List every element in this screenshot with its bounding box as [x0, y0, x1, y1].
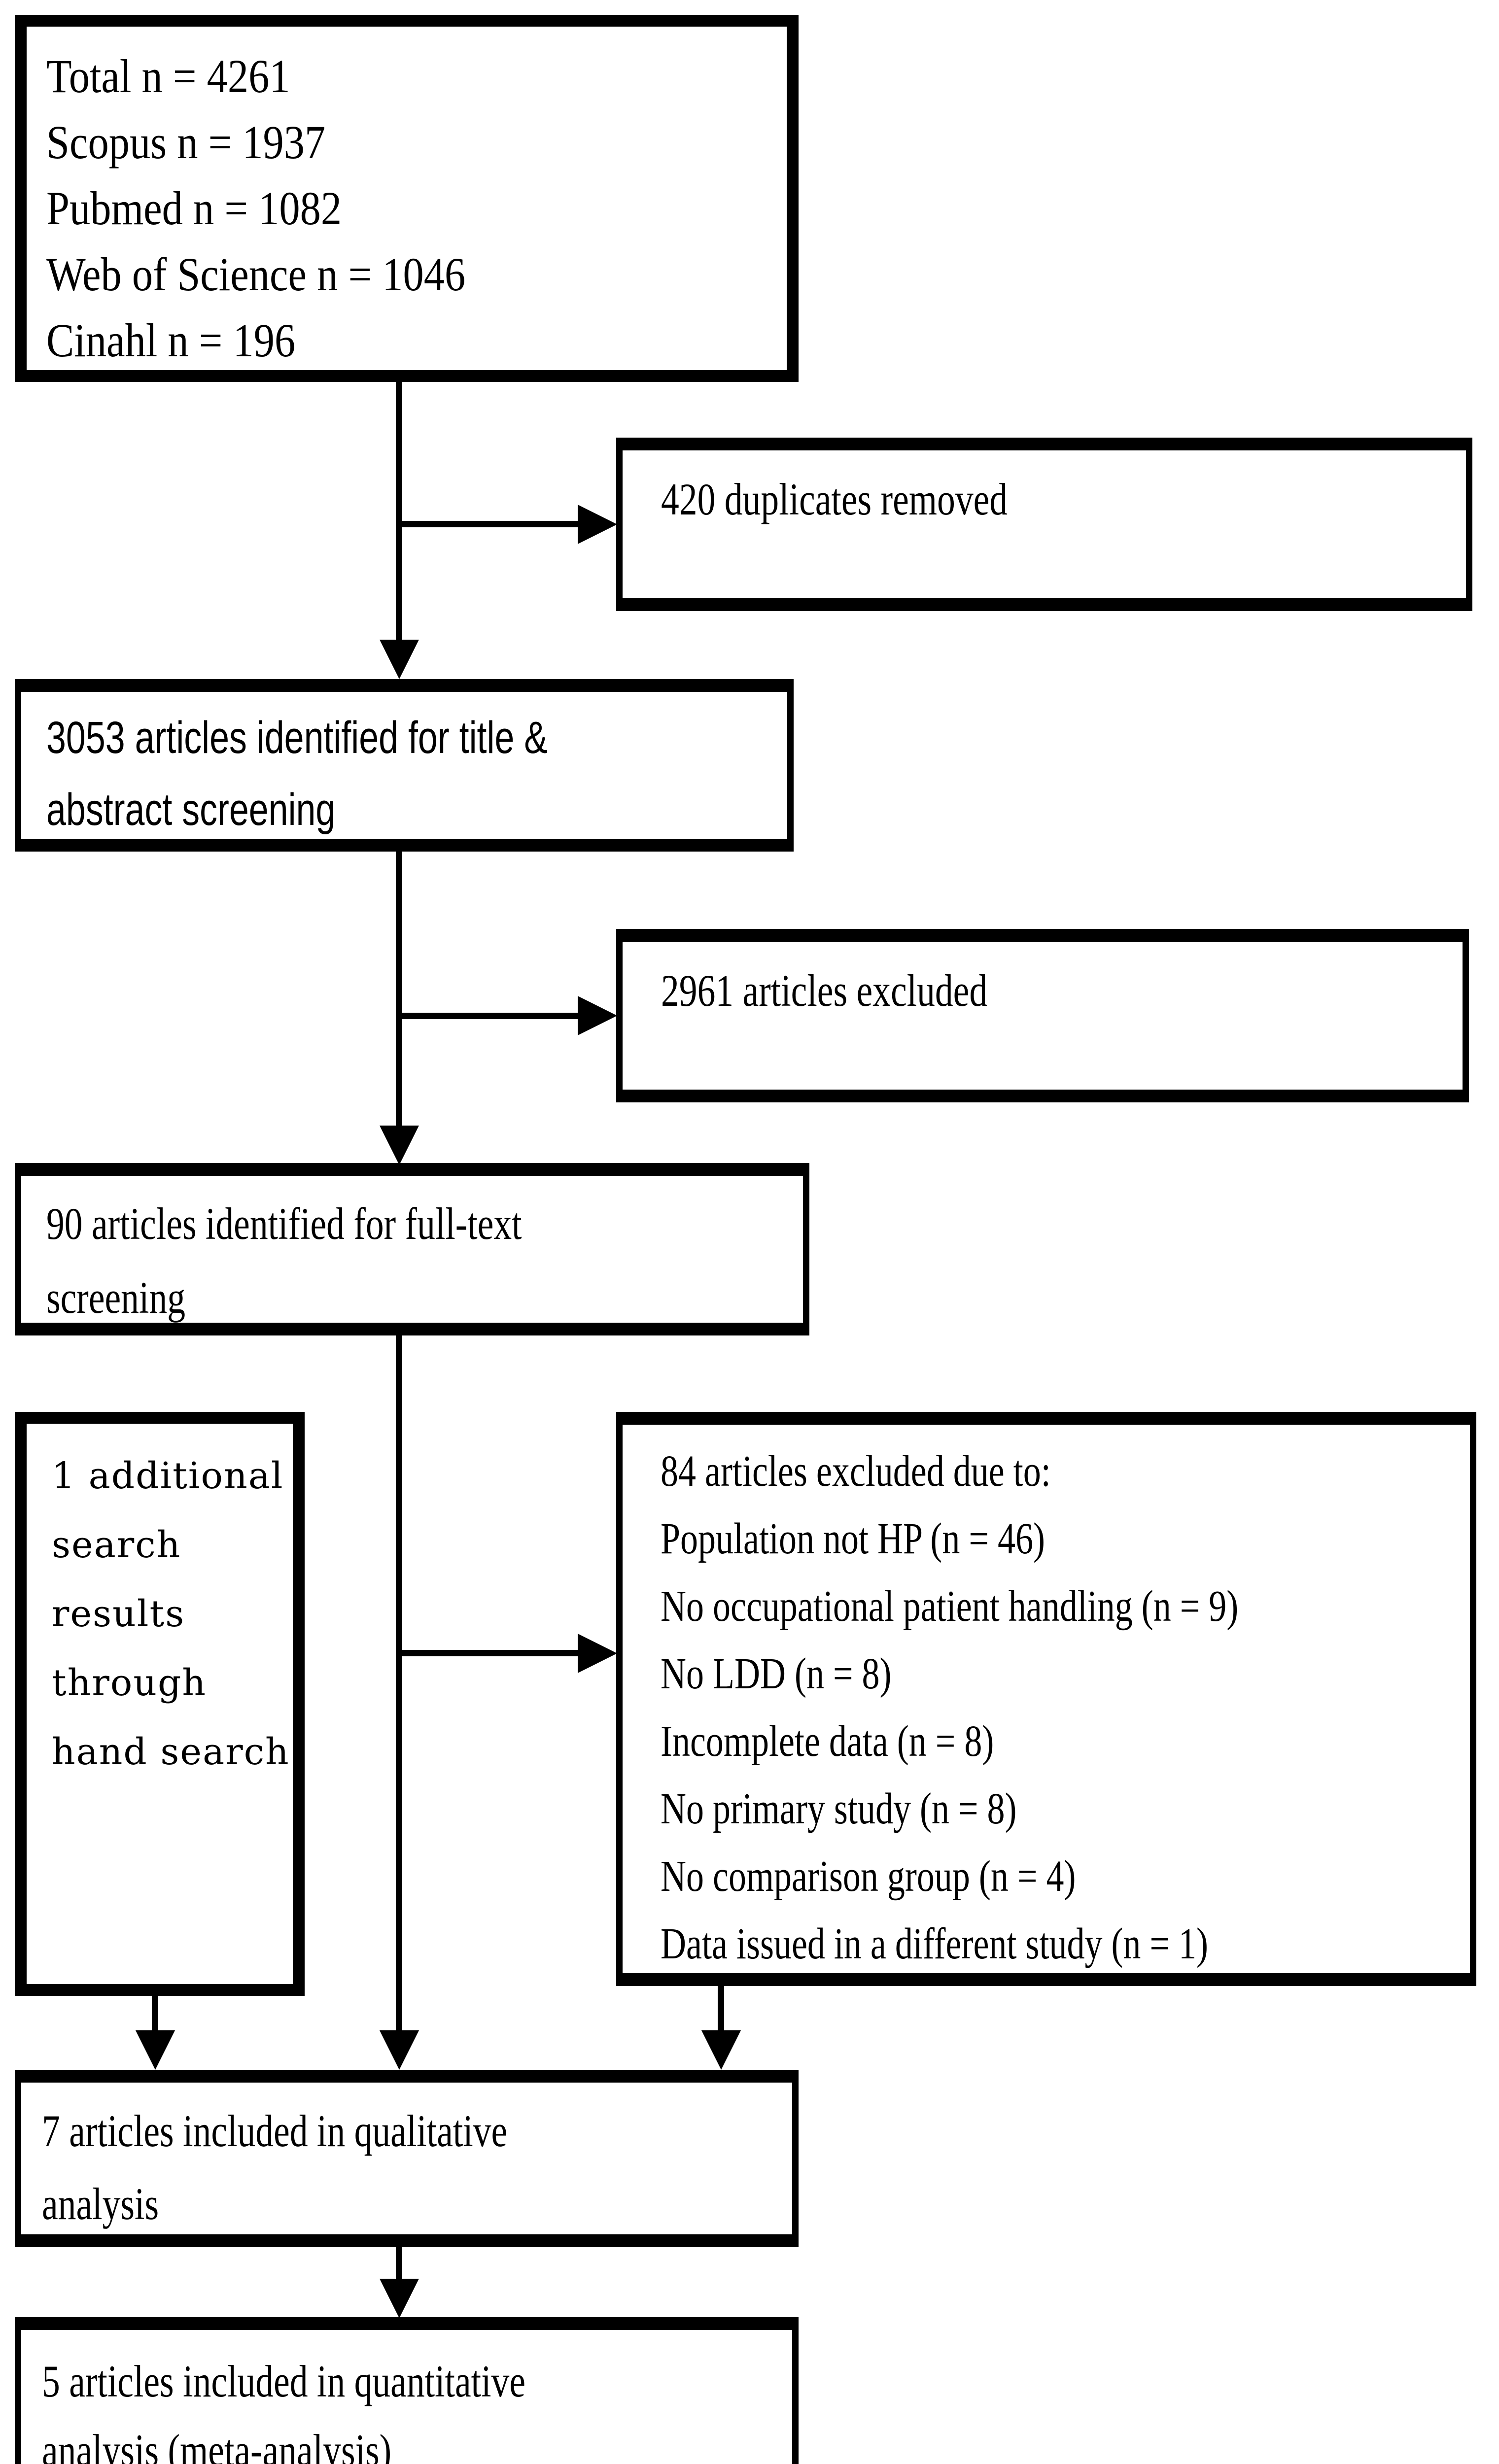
hand-search-line-5: hand search	[52, 1731, 290, 1773]
arrow-to-excluded-screening-shaft	[399, 1013, 580, 1019]
exclusion-header-line: 84 articles excluded due to:	[661, 1447, 1051, 1496]
arrow-excluded-to-qualitative-shaft	[718, 1985, 724, 2032]
arrow-sources-to-title-abstract-shaft	[396, 381, 402, 642]
arrowhead-right-excluded-fulltext	[578, 1634, 617, 1673]
hand-search-line-2: search	[52, 1524, 181, 1566]
quantitative-line-2: analysis (meta-analysis)	[42, 2425, 392, 2464]
arrow-handsearch-to-qualitative-shaft	[152, 1995, 158, 2032]
quantitative-line-1: 5 articles included in quantitative	[42, 2356, 526, 2406]
source-scopus-line: Scopus n = 1937	[46, 116, 326, 169]
title-abstract-line-2: abstract screening	[46, 785, 336, 835]
box-search-sources: Total n = 4261 Scopus n = 1937 Pubmed n …	[15, 15, 799, 382]
title-abstract-line-1: 3053 articles identified for title &	[46, 713, 548, 763]
arrowhead-down-qualitative-center	[380, 2030, 419, 2070]
box-fulltext-screening: 90 articles identified for full-text scr…	[15, 1163, 809, 1335]
arrowhead-down-quantitative	[380, 2279, 419, 2318]
qualitative-line-1: 7 articles included in qualitative	[42, 2106, 508, 2156]
qualitative-line-2: analysis	[42, 2179, 159, 2229]
source-cinahl-line: Cinahl n = 196	[46, 314, 296, 367]
fulltext-line-2: screening	[46, 1272, 186, 1323]
arrow-to-excluded-fulltext-shaft	[399, 1650, 580, 1656]
excluded-screening-text: 2961 articles excluded	[661, 965, 988, 1016]
box-hand-search: 1 additional search results through hand…	[15, 1412, 305, 1996]
exclusion-reason-line-1: Population not HP (n = 46)	[661, 1514, 1045, 1563]
arrowhead-down-title-abstract	[380, 640, 419, 679]
exclusion-reason-line-3: No LDD (n = 8)	[661, 1649, 892, 1698]
box-qualitative-analysis: 7 articles included in qualitative analy…	[15, 2070, 799, 2247]
hand-search-line-4: through	[52, 1662, 207, 1704]
arrowhead-down-fulltext	[380, 1126, 419, 1165]
box-articles-excluded-fulltext: 84 articles excluded due to: Population …	[616, 1412, 1476, 1986]
arrow-title-abstract-to-fulltext-shaft	[396, 851, 402, 1128]
hand-search-line-3: results	[52, 1593, 185, 1635]
arrowhead-right-duplicates	[578, 505, 617, 544]
box-duplicates-removed: 420 duplicates removed	[616, 438, 1472, 611]
arrow-fulltext-to-qualitative-shaft	[396, 1335, 402, 2032]
box-title-abstract-screening: 3053 articles identified for title & abs…	[15, 679, 794, 852]
exclusion-reason-line-4: Incomplete data (n = 8)	[661, 1717, 994, 1766]
source-web-of-science-line: Web of Science n = 1046	[46, 248, 466, 301]
hand-search-line-1: 1 additional	[52, 1455, 284, 1497]
arrowhead-right-excluded-screening	[578, 996, 617, 1035]
exclusion-reason-line-7: Data issued in a different study (n = 1)	[661, 1919, 1209, 1968]
fulltext-line-1: 90 articles identified for full-text	[46, 1198, 522, 1249]
exclusion-reason-line-5: No primary study (n = 8)	[661, 1784, 1017, 1833]
box-articles-excluded-screening: 2961 articles excluded	[616, 929, 1469, 1102]
source-total-line: Total n = 4261	[46, 50, 290, 103]
source-pubmed-line: Pubmed n = 1082	[46, 182, 342, 235]
arrowhead-down-qualitative-right	[701, 2030, 741, 2070]
arrow-to-duplicates-shaft	[399, 521, 580, 527]
exclusion-reason-line-2: No occupational patient handling (n = 9)	[661, 1582, 1239, 1631]
exclusion-reason-line-6: No comparison group (n = 4)	[661, 1852, 1076, 1901]
arrowhead-down-qualitative-left	[136, 2030, 175, 2070]
box-quantitative-analysis: 5 articles included in quantitative anal…	[15, 2317, 799, 2464]
arrow-qualitative-to-quantitative-shaft	[396, 2246, 402, 2281]
duplicates-removed-text: 420 duplicates removed	[661, 474, 1008, 524]
